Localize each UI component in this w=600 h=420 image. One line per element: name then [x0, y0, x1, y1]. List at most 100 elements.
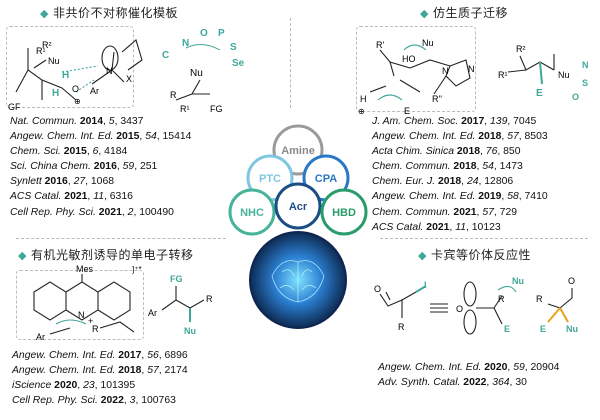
- label-nhc: NHC: [240, 207, 264, 219]
- reference: Synlett 2016, 27, 1068: [10, 176, 115, 188]
- scheme-photosensitizer: Mes N + R Ar ]⁺* FG Ar R Nu: [33, 264, 213, 342]
- refs-carbene: Angew. Chem. Int. Ed. 2020, 59, 20904 Ad…: [378, 360, 559, 390]
- label-prod-nu: Nu: [566, 324, 578, 334]
- label-r: R': [376, 40, 384, 50]
- reference: Angew. Chem. Int. Ed. 2019, 58, 7410: [372, 191, 548, 203]
- section-title-noncovalent: ◆非共价不对称催化模板: [40, 6, 178, 20]
- label-n: N: [468, 64, 475, 74]
- scheme-photosensitizer-box: [16, 270, 144, 340]
- bullet-icon: ◆: [40, 7, 49, 20]
- label-e: E: [504, 324, 510, 334]
- label-prod-nu: Nu: [558, 70, 570, 80]
- circle-hbd: [320, 188, 368, 236]
- label-x: X: [126, 74, 132, 84]
- label-r: R: [92, 324, 99, 334]
- label-prod-r: R: [206, 294, 213, 304]
- label-ptc: PTC: [259, 173, 281, 185]
- label-prod-e: E: [536, 88, 543, 99]
- bullet-icon: ◆: [420, 7, 429, 20]
- label-ar: Ar: [36, 332, 45, 342]
- reference: Nat. Commun. 2014, 5, 3437: [10, 116, 144, 127]
- label-prod-nu: Nu: [184, 326, 196, 336]
- refs-noncovalent: Nat. Commun. 2014, 5, 3437 Angew. Chem. …: [10, 114, 191, 220]
- reference: Cell Rep. Phy. Sci. 2022, 3, 100763: [12, 395, 176, 407]
- bullet-icon: ◆: [418, 249, 427, 262]
- label-prod-r1: R¹: [498, 70, 508, 80]
- label-nu: Nu: [422, 38, 434, 48]
- reference: ACS Catal. 2021, 11, 10123: [372, 221, 501, 233]
- refs-proton-transfer: J. Am. Chem. Soc. 2017, 139, 7045 Angew.…: [372, 114, 548, 235]
- label-mes: Mes: [76, 264, 94, 274]
- label-n: N: [442, 66, 449, 76]
- reference: Angew. Chem. Int. Ed. 2018, 57, 8503: [372, 131, 548, 143]
- reference: iScience 2020, 23, 101395: [12, 380, 136, 392]
- label-hetero-c: C: [162, 50, 169, 61]
- reference: J. Am. Chem. Soc. 2017, 139, 7045: [372, 116, 537, 127]
- label-charge: ]⁺*: [132, 265, 142, 274]
- divider-left: [16, 238, 226, 239]
- label-o: O: [72, 84, 79, 94]
- label-e: E: [404, 106, 410, 116]
- circle-nhc: [228, 188, 276, 236]
- label-nu: Nu: [512, 276, 524, 286]
- section-title-proton-transfer: ◆仿生质子迁移: [420, 6, 508, 20]
- label-n: N: [78, 310, 85, 320]
- label-hetero-p: P: [218, 28, 225, 39]
- section-title-photosensitizer: ◆有机光敏剂诱导的单电子转移: [18, 248, 194, 262]
- label-ar: Ar: [90, 86, 99, 96]
- circle-acr: [274, 182, 322, 230]
- label-hbd: HBD: [332, 207, 356, 219]
- label-plus: +: [88, 316, 93, 326]
- label-prod-o: O: [572, 92, 579, 102]
- label-r2: R²: [42, 40, 52, 50]
- scheme-proton-box: [356, 26, 476, 112]
- section-title-carbene: ◆卡宾等价体反应性: [418, 248, 531, 262]
- label-h: H: [360, 94, 367, 104]
- label-prod-s: S: [582, 78, 588, 88]
- label-plus: ⊕: [74, 97, 81, 106]
- label-prod-e: E: [540, 324, 546, 334]
- label-gf: GF: [8, 102, 21, 112]
- label-h: H: [62, 70, 69, 81]
- divider-top: [290, 18, 291, 108]
- label-cpa: CPA: [315, 173, 337, 185]
- reference: Angew. Chem. Int. Ed. 2020, 59, 20904: [378, 362, 560, 373]
- label-prod-o: O: [568, 276, 575, 286]
- label-hetero-s: S: [230, 42, 237, 53]
- reference: Angew. Chem. Int. Ed. 2018, 57, 2174: [12, 365, 188, 377]
- label-prod-fg: FG: [210, 104, 223, 114]
- label-nu: Nu: [48, 56, 60, 66]
- scheme-proton: R' HO Nu N N R'' H ⊕ E R² R¹ E Nu N S O: [358, 38, 589, 116]
- label-prod-fg: FG: [170, 274, 183, 284]
- label-h: H: [52, 88, 59, 99]
- label-hetero-se: Se: [232, 58, 245, 69]
- reference: Chem. Eur. J. 2018, 24, 12806: [372, 176, 514, 188]
- reference: Acta Chim. Sinica 2018, 76, 850: [372, 146, 521, 158]
- label-prod-ar: Ar: [148, 308, 157, 318]
- label-ho: HO: [402, 54, 416, 64]
- reference: Angew. Chem. Int. Ed. 2015, 54, 15414: [10, 131, 192, 143]
- label-acr: Acr: [289, 201, 308, 213]
- bullet-icon: ◆: [18, 249, 27, 262]
- label-i: I: [424, 280, 427, 290]
- label-r: R: [398, 322, 405, 332]
- label-prod-r1: R¹: [180, 104, 190, 114]
- label-r-double-prime: R'': [432, 94, 442, 104]
- scheme-noncovalent-box: [6, 26, 134, 108]
- label-hetero-n: N: [182, 38, 189, 49]
- label-r: R: [498, 294, 505, 304]
- catalyst-hub: Amine PTC CPA NHC Acr HBD: [228, 124, 368, 329]
- label-o: O: [374, 284, 381, 294]
- label-prod-r2: R²: [516, 44, 526, 54]
- label-hetero-o: O: [200, 28, 208, 39]
- label-o: O: [456, 304, 463, 314]
- reference: Chem. Commun. 2018, 54, 1473: [372, 161, 523, 173]
- label-r1: R¹: [36, 46, 46, 56]
- reference: Adv. Synth. Catal. 2022, 364, 30: [378, 377, 527, 389]
- label-prod-n: N: [582, 60, 589, 70]
- label-h-plus: ⊕: [358, 107, 365, 116]
- reference: Cell Rep. Phy. Sci. 2021, 2, 100490: [10, 206, 174, 218]
- label-prod-r: R: [170, 90, 177, 100]
- refs-photosensitizer: Angew. Chem. Int. Ed. 2017, 56, 6896 Ang…: [12, 348, 188, 408]
- label-prod-nu: Nu: [190, 68, 203, 79]
